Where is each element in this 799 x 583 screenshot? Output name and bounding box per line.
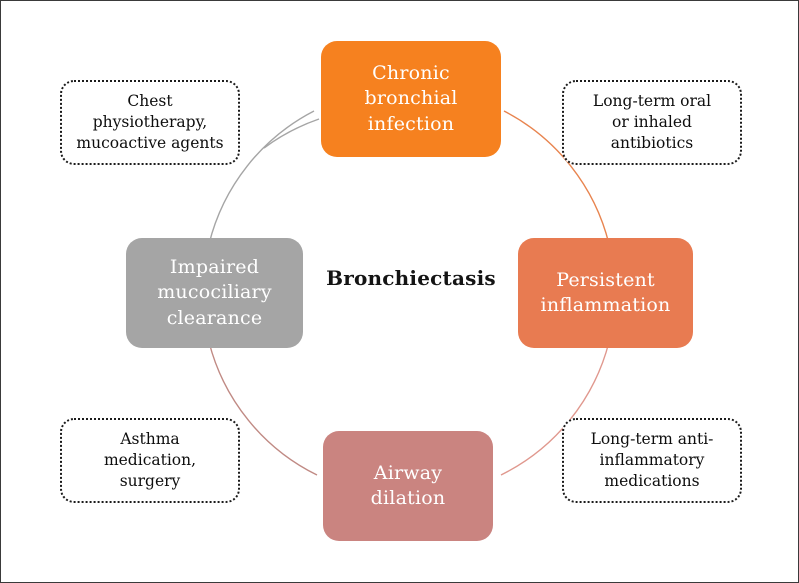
stage-bottom-line1: Airway	[373, 461, 443, 484]
treatment-br-label: Long-term anti- inflammatory medications	[591, 429, 714, 492]
stage-right-label: Persistent inflammation	[541, 268, 671, 319]
treatment-tr-line3: antibiotics	[610, 134, 694, 153]
stage-chronic-bronchial-infection[interactable]: Chronic bronchial infection	[321, 41, 501, 157]
stage-left-line3: clearance	[166, 306, 263, 329]
treatment-tr-label: Long-term oral or inhaled antibiotics	[593, 91, 711, 154]
arc-left-to-top	[263, 118, 320, 149]
stage-top-line2: bronchial	[364, 87, 458, 110]
stage-top-line3: infection	[367, 112, 455, 135]
treatment-tl-line3: mucoactive agents	[76, 134, 224, 153]
stage-persistent-inflammation[interactable]: Persistent inflammation	[518, 238, 693, 348]
arc-top-to-right	[503, 110, 610, 245]
stage-left-line2: mucociliary	[157, 281, 272, 304]
arc-bottom-to-left	[208, 341, 318, 476]
treatment-bl-line1: Asthma	[120, 429, 180, 448]
stage-right-line2: inflammation	[540, 294, 671, 316]
treatment-br-line3: medications	[604, 472, 700, 491]
treatment-bl-line2: medication,	[103, 450, 197, 469]
stage-top-line1: Chronic	[372, 62, 450, 85]
treatment-chest-physiotherapy[interactable]: Chest physiotherapy, mucoactive agents	[60, 80, 240, 165]
treatment-tl-label: Chest physiotherapy, mucoactive agents	[76, 91, 223, 154]
stage-airway-dilation[interactable]: Airway dilation	[323, 431, 493, 541]
stage-left-label: Impaired mucociliary clearance	[157, 255, 272, 331]
treatment-tr-line2: or inhaled	[612, 112, 692, 131]
stage-right-line1: Persistent	[556, 268, 655, 291]
stage-impaired-mucociliary-clearance[interactable]: Impaired mucociliary clearance	[126, 238, 303, 348]
stage-bottom-label: Airway dilation	[371, 461, 446, 512]
stage-top-label: Chronic bronchial infection	[364, 61, 457, 137]
treatment-tr-line1: Long-term oral	[592, 91, 712, 110]
treatment-tl-line1: Chest	[127, 91, 173, 110]
treatment-antibiotics[interactable]: Long-term oral or inhaled antibiotics	[562, 80, 742, 165]
treatment-bl-label: Asthma medication, surgery	[104, 429, 196, 492]
center-title: Bronchiectasis	[326, 266, 496, 290]
treatment-br-line2: inflammatory	[599, 450, 705, 469]
treatment-tl-line2: physiotherapy,	[92, 112, 208, 131]
arc-left-to-top-full	[208, 110, 315, 245]
treatment-asthma-medication-surgery[interactable]: Asthma medication, surgery	[60, 418, 240, 503]
treatment-anti-inflammatory-medications[interactable]: Long-term anti- inflammatory medications	[562, 418, 742, 503]
stage-bottom-line2: dilation	[370, 487, 446, 509]
treatment-br-line1: Long-term anti-	[590, 429, 714, 448]
treatment-bl-line3: surgery	[119, 472, 181, 491]
stage-left-line1: Impaired	[169, 256, 260, 279]
